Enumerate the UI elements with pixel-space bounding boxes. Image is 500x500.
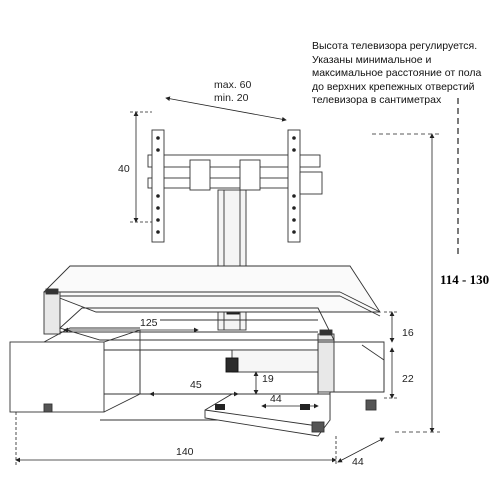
label-bottom-tier: 22 — [402, 373, 414, 385]
corner-posts — [43, 288, 335, 393]
label-inner-depth: 44 — [270, 393, 282, 405]
note-line: Высота телевизора регулируется. — [312, 40, 478, 52]
label-inner-height: 19 — [262, 373, 274, 385]
dim-line-total-depth — [337, 437, 385, 463]
note-line: телевизора в сантиметрах — [312, 94, 442, 106]
dimension-lines — [15, 96, 440, 466]
label-bracket-height: 40 — [118, 163, 130, 175]
label-shelf-width: 125 — [140, 317, 158, 329]
tv-bracket — [147, 129, 323, 243]
dropdown-door — [204, 393, 331, 437]
stand-drawing — [9, 98, 459, 437]
label-bracket-min: min. 20 — [214, 92, 249, 104]
top-glass-shelf — [43, 265, 381, 317]
dim-line-bracket-width — [165, 96, 287, 122]
middle-glass-shelf — [59, 307, 335, 341]
note-line: максимальное расстояние от пола — [312, 67, 482, 79]
label-top-tier: 16 — [402, 327, 414, 339]
feet — [43, 399, 377, 433]
open-drawer — [9, 327, 141, 413]
label-total-width: 140 — [176, 446, 194, 458]
label-bracket-max: max. 60 — [214, 79, 252, 91]
note-line: до верхних крепежных отверстий — [312, 80, 475, 93]
note-line: Указаны минимальное и — [312, 53, 432, 66]
height-note: Высота телевизора регулируется. Указаны … — [312, 40, 497, 108]
label-inner-width: 45 — [190, 379, 202, 391]
label-total-depth: 44 — [352, 456, 364, 468]
label-tv-height-range: 114 - 130 — [440, 272, 489, 287]
